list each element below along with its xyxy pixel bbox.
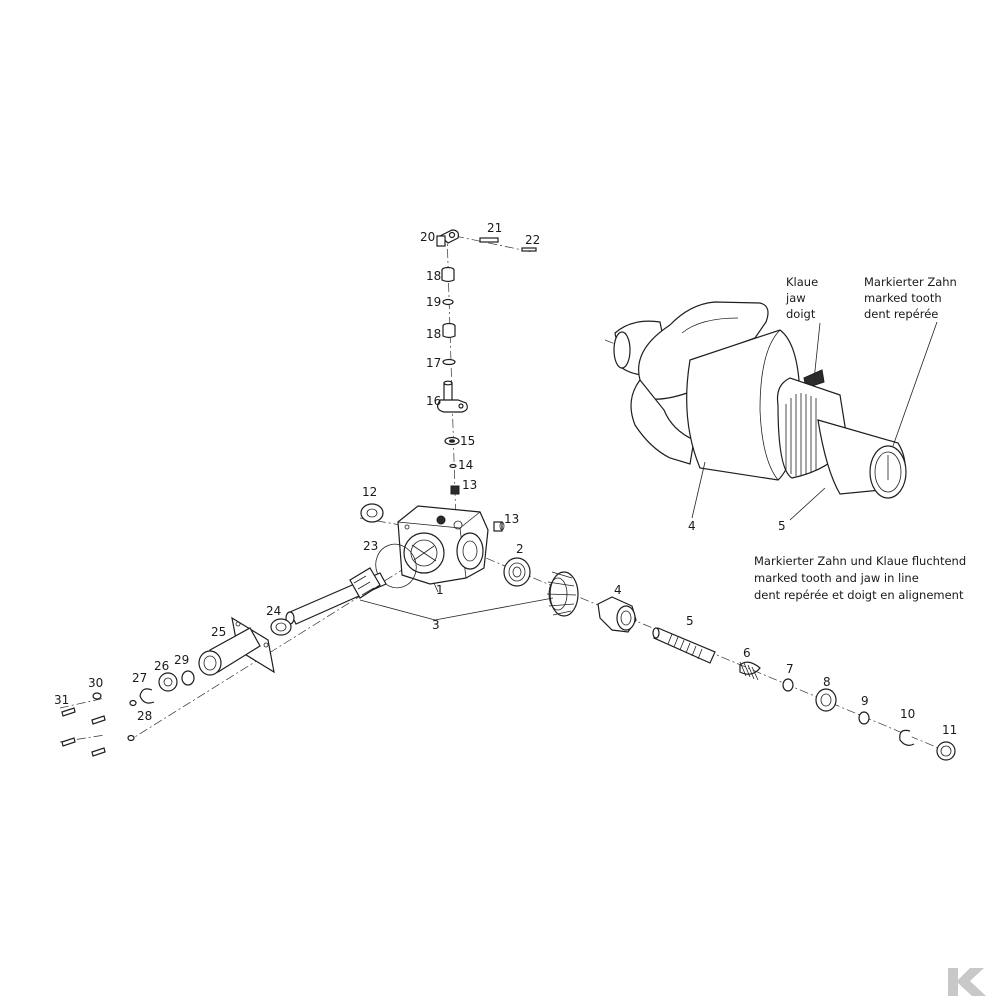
label-part-3: 3 (432, 618, 440, 632)
jaw-note-fr: doigt (786, 307, 816, 321)
label-part-28: 28 (137, 709, 152, 723)
label-part-2: 2 (516, 542, 524, 556)
part-18-bush-lower (442, 322, 456, 339)
part-25-flange-housing (198, 616, 275, 676)
label-part-15: 15 (460, 434, 475, 448)
part-21-pin (479, 237, 499, 243)
detail-view-clutch-alignment: 4 5 (613, 301, 938, 533)
label-detail-4: 4 (688, 519, 696, 533)
part-28-nut (127, 734, 135, 742)
label-part-27: 27 (132, 671, 147, 685)
label-part-8: 8 (823, 675, 831, 689)
label-part-11: 11 (942, 723, 957, 737)
part-5-splined-shaft (652, 627, 716, 664)
alignment-note-fr: dent repérée et doigt en alignement (754, 588, 964, 602)
part-number-labels: 1 2 3 4 5 6 7 8 9 10 11 12 13 13 14 15 1… (54, 221, 957, 737)
label-part-1: 1 (436, 583, 444, 597)
label-part-10: 10 (900, 707, 915, 721)
label-part-22: 22 (525, 233, 540, 247)
part-1-gearbox-housing (397, 505, 489, 585)
part-4-dog-clutch (597, 596, 637, 633)
part-7-ring (782, 678, 794, 692)
part-23-o-ring (375, 543, 417, 589)
label-part-29: 29 (174, 653, 189, 667)
label-part-4: 4 (614, 583, 622, 597)
brand-logo-watermark (948, 968, 986, 996)
part-2-bearing (503, 557, 531, 587)
part-12-seal (360, 503, 384, 523)
label-part-16: 16 (426, 394, 441, 408)
label-part-9: 9 (861, 694, 869, 708)
label-part-12: 12 (362, 485, 377, 499)
label-part-13-right: 13 (504, 512, 519, 526)
label-part-13-top: 13 (462, 478, 477, 492)
alignment-note: Markierter Zahn und Klaue fluchtend mark… (754, 554, 966, 602)
part-29-ring (181, 670, 195, 686)
tooth-note-en: marked tooth (864, 291, 942, 305)
marked-tooth-note: Markierter Zahn marked tooth dent repéré… (864, 275, 957, 321)
part-20-lever (436, 229, 459, 247)
label-part-19: 19 (426, 295, 441, 309)
label-part-5: 5 (686, 614, 694, 628)
part-10-circlip (899, 729, 915, 746)
tooth-note-fr: dent repérée (864, 307, 938, 321)
upper-stack (436, 229, 537, 495)
label-part-18-upper: 18 (426, 269, 441, 283)
part-13-plug-right (493, 521, 505, 532)
label-part-31: 31 (54, 693, 69, 707)
jaw-note-en: jaw (785, 291, 806, 305)
label-part-23: 23 (363, 539, 378, 553)
part-15-washer (444, 436, 460, 446)
part-22-pin (521, 247, 537, 252)
part-24-bush (270, 618, 292, 636)
label-part-14: 14 (458, 458, 473, 472)
jaw-note: Klaue jaw doigt (785, 275, 818, 321)
part-6-spring (739, 661, 761, 681)
label-part-26: 26 (154, 659, 169, 673)
part-19-ring (442, 298, 454, 306)
part-16-shaft-flange (437, 380, 468, 413)
label-part-30: 30 (88, 676, 103, 690)
part-18-bush-upper (441, 266, 455, 283)
part-9-ring (858, 711, 870, 725)
label-part-21: 21 (487, 221, 502, 235)
tooth-note-de: Markierter Zahn (864, 275, 957, 289)
part-28-nut-b (129, 699, 137, 707)
label-part-20: 20 (420, 230, 435, 244)
part-31-bolts (61, 707, 106, 757)
alignment-note-en: marked tooth and jaw in line (754, 571, 919, 585)
label-part-25: 25 (211, 625, 226, 639)
alignment-note-de: Markierter Zahn und Klaue fluchtend (754, 554, 966, 568)
part-8-bearing (815, 688, 837, 712)
label-part-18-lower: 18 (426, 327, 441, 341)
part-11-cap (936, 741, 956, 761)
part-27-circlip (139, 688, 155, 704)
label-part-6: 6 (743, 646, 751, 660)
label-part-24: 24 (266, 604, 281, 618)
part-30-washer (92, 692, 102, 700)
part-13-plug-top (450, 485, 460, 495)
part-26-bearing (158, 672, 178, 692)
part-14-ring (449, 463, 457, 469)
jaw-note-de: Klaue (786, 275, 818, 289)
leader-lines (359, 582, 554, 621)
part-17-ring (442, 358, 456, 366)
label-part-17: 17 (426, 356, 441, 370)
label-detail-5: 5 (778, 519, 786, 533)
label-part-7: 7 (786, 662, 794, 676)
part-3-pinion-shaft (285, 567, 387, 625)
part-3-bevel-gear (546, 571, 579, 617)
